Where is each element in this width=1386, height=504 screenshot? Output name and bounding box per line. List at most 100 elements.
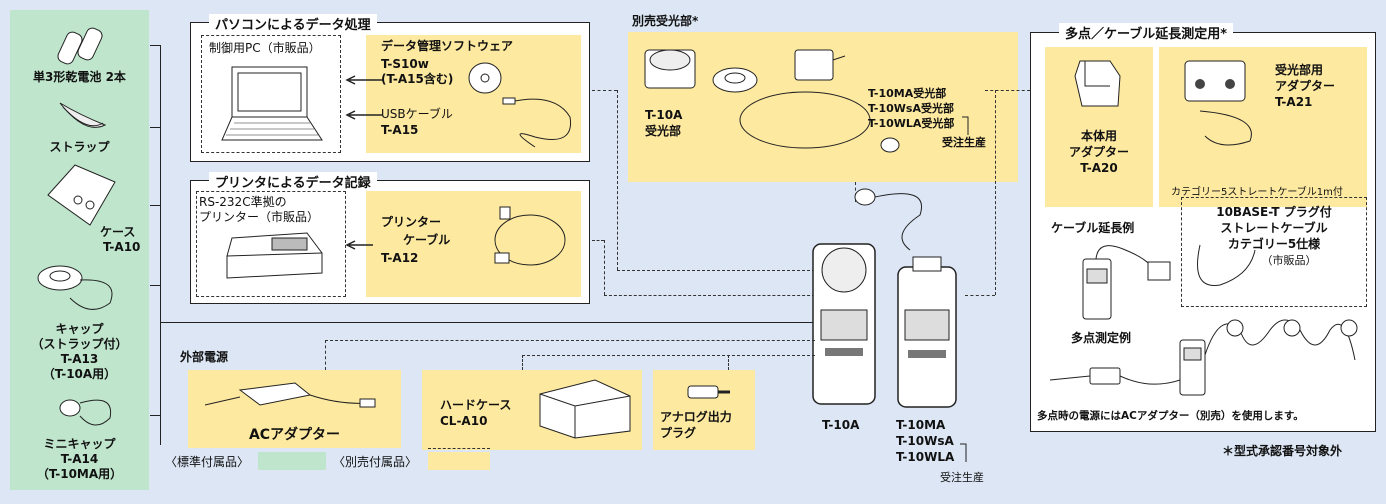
standard-bracket-line — [160, 45, 161, 445]
dashed-connector — [617, 270, 815, 271]
software-title: データ管理ソフトウェア — [381, 39, 514, 53]
cap-icon — [37, 265, 113, 310]
lan-cable-icon — [1197, 244, 1256, 286]
software-note: (T-A15含む) — [381, 72, 454, 86]
meter-made-to-order: 受注生産 — [940, 471, 984, 484]
meter-t10wsa-label: T-10WsA — [896, 434, 954, 448]
minicap-icon — [59, 399, 112, 426]
receptor-adapter-icon — [1184, 60, 1252, 146]
t10a-receptor-icon — [644, 49, 696, 89]
usb-cable-model: T-A15 — [381, 123, 419, 137]
meter-t10ma-label: T-10MA — [896, 418, 946, 432]
cap-label1: キャップ — [55, 322, 104, 336]
multi-example-label: 多点測定例 — [1071, 331, 1132, 345]
power-note: 多点時の電源にはACアダプター（別売）を使用します。 — [1037, 410, 1304, 422]
legend-standard-label: 〈標準付属品〉 — [165, 455, 250, 469]
batteries-label: 単3形乾電池 2本 — [33, 70, 126, 84]
hard-case-label: ハードケース — [440, 398, 512, 412]
printer-cable-model: T-A12 — [381, 251, 419, 265]
printer-cable-label2: ケーブル — [403, 233, 451, 247]
legend-optional-label: 〈別売付属品〉 — [333, 455, 418, 469]
body-adapter-model: T-A20 — [1080, 161, 1118, 175]
lan-line4: （市販品） — [1261, 254, 1317, 267]
t10ma-receptor-icon — [794, 49, 846, 81]
cable-note: カテゴリー5ストレートケーブル1m付 — [1171, 187, 1343, 198]
footnote: ＊型式承認番号対象外 — [1222, 444, 1343, 458]
case-model: T-A10 — [103, 240, 141, 254]
receptor-cable-icon — [739, 91, 900, 153]
body-adapter-icon — [1074, 60, 1121, 107]
dashed-connector — [325, 340, 815, 341]
printer-arrow-icon — [345, 240, 373, 250]
connector — [150, 285, 160, 286]
dashed-connector — [592, 240, 604, 241]
printer-label2: プリンター（市販品） — [199, 210, 320, 224]
cap-label2: （ストラップ付） — [31, 337, 128, 351]
legend-optional-line — [428, 448, 490, 449]
dashed-connector — [855, 182, 856, 202]
cap-note: （T-10A用） — [42, 367, 117, 381]
hard-case-model: CL-A10 — [440, 414, 488, 428]
ext-example-label: ケーブル延長例 — [1051, 221, 1135, 235]
dashed-connector — [604, 240, 605, 295]
printer-dashed-box — [196, 191, 346, 297]
legend-optional-swatch — [428, 452, 490, 470]
printer-label1: RS-232C準拠の — [199, 195, 287, 209]
legend-standard-swatch — [258, 452, 326, 470]
dashed-connector — [325, 340, 326, 370]
cap-small-icon — [712, 67, 758, 93]
connector — [150, 127, 160, 128]
dashed-connector — [604, 295, 815, 296]
body-adapter-label1: 本体用 — [1080, 129, 1117, 143]
minicap-label: ミニキャップ — [43, 437, 116, 451]
t10ma-meter-icon — [897, 256, 957, 408]
multipoint-icon — [1049, 319, 1358, 396]
analog-plug-label2: プラグ — [660, 426, 697, 440]
receptors-title: 別売受光部* — [632, 14, 699, 28]
t10a-receptor-label: 受光部 — [645, 124, 682, 138]
pc-dashed-box — [201, 35, 341, 153]
hard-case-icon — [539, 379, 631, 439]
dashed-connector — [995, 90, 996, 295]
software-box — [366, 35, 581, 153]
strap-label: ストラップ — [49, 140, 110, 154]
analog-plug-icon — [687, 385, 730, 399]
multipoint-title: 多点／ケーブル延長測定用* — [1059, 23, 1234, 42]
printer-icon — [226, 232, 323, 279]
connector — [150, 415, 160, 416]
receptor-made-to-order: 受注生産 — [942, 136, 986, 149]
bracket-icon — [962, 116, 969, 135]
connector — [150, 45, 160, 46]
external-power-title: 外部電源 — [180, 350, 229, 364]
laptop-icon — [221, 66, 323, 141]
arrow-icon — [345, 110, 383, 120]
body-adapter-label2: アダプター — [1068, 145, 1129, 159]
batteries-icon — [57, 27, 103, 65]
printer-cable-icon — [494, 206, 566, 266]
usb-cable-icon — [502, 97, 572, 148]
dashed-connector — [728, 355, 729, 370]
receptor-adapter-label2: アダプター — [1275, 79, 1336, 93]
receptor-list-item: T-10WsA受光部 — [868, 102, 954, 115]
strap-icon — [59, 102, 107, 128]
bracket-icon — [960, 443, 967, 462]
dashed-connector — [965, 295, 995, 296]
lan-line3: カテゴリー5仕様 — [1227, 237, 1321, 251]
printer-panel: プリンタによるデータ記録 RS-232C準拠の プリンター（市販品） プリンター… — [190, 172, 590, 304]
t10a-receptor-model: T-10A — [645, 108, 683, 122]
dashed-connector — [522, 355, 815, 356]
dashed-connector — [522, 355, 523, 370]
ac-adapter-icon — [204, 382, 376, 408]
analog-plug-box — [653, 370, 755, 450]
dashed-connector — [592, 90, 617, 91]
t10a-meter-icon — [812, 243, 876, 405]
dashed-connector — [617, 90, 618, 270]
ac-adapter-label: ACアダプター — [248, 427, 341, 443]
lan-cable-box — [1181, 197, 1367, 307]
meter-t10wla-label: T-10WLA — [896, 450, 955, 464]
ext-example-icon — [1082, 245, 1171, 320]
pc-panel-title: パソコンによるデータ処理 — [209, 14, 377, 33]
analog-plug-label1: アナログ出力 — [660, 410, 732, 424]
printer-cable-box — [366, 191, 581, 297]
minicap-note: （T-10MA用） — [36, 467, 123, 481]
